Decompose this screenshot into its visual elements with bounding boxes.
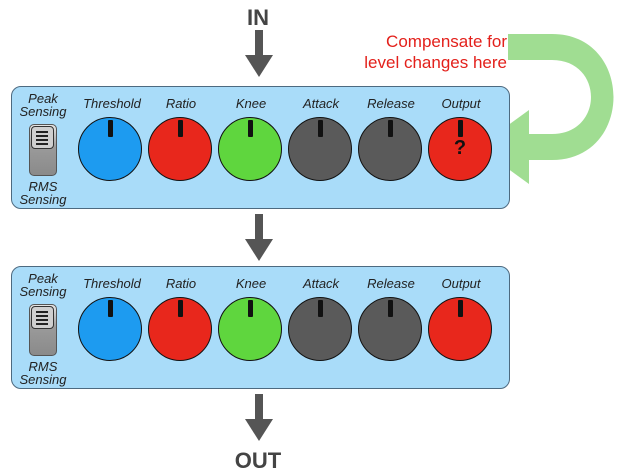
- rms-sensing-label: RMS Sensing: [13, 180, 73, 206]
- sensing-label-word: Sensing: [19, 104, 67, 119]
- threshold-knob[interactable]: [78, 117, 142, 181]
- attack-knob[interactable]: [288, 297, 352, 361]
- knee-label: Knee: [235, 276, 267, 291]
- output-label: Output: [441, 96, 481, 111]
- knob-pointer: [458, 300, 463, 317]
- sensing-label-word: Sensing: [19, 372, 67, 387]
- knee-knob[interactable]: [218, 297, 282, 361]
- feedback-arrow-shape: [478, 34, 614, 184]
- peak-rms-switch[interactable]: [29, 304, 57, 356]
- output-knob[interactable]: [428, 297, 492, 361]
- output-arrow: [245, 394, 273, 441]
- release-label: Release: [367, 276, 415, 291]
- output-knob[interactable]: ?: [428, 117, 492, 181]
- output-label: Output: [441, 276, 481, 291]
- knob-pointer: [108, 120, 113, 137]
- input-arrow: [245, 30, 273, 77]
- ratio-label: Ratio: [165, 96, 197, 111]
- attack-label: Attack: [302, 96, 340, 111]
- rms-label-word: RMS: [28, 179, 58, 194]
- knob-pointer: [108, 300, 113, 317]
- annotation-text: Compensate for level changes here: [322, 31, 507, 73]
- knee-label: Knee: [235, 96, 267, 111]
- knob-pointer: [178, 300, 183, 317]
- peak-sensing-label: Peak Sensing: [13, 92, 73, 118]
- knob-pointer: [388, 120, 393, 137]
- compressor-panel-1: Peak Sensing RMS Sensing Threshold Ratio…: [11, 86, 510, 209]
- rms-sensing-label: RMS Sensing: [13, 360, 73, 386]
- knob-pointer: [248, 300, 253, 317]
- sensing-label-word: Sensing: [19, 192, 67, 207]
- release-knob[interactable]: [358, 117, 422, 181]
- peak-label-word: Peak: [28, 271, 58, 286]
- sensing-label-word: Sensing: [19, 284, 67, 299]
- annotation-line-2: level changes here: [364, 53, 507, 72]
- knob-pointer: [318, 120, 323, 137]
- rms-label-word: RMS: [28, 359, 58, 374]
- output-flow-label: OUT: [234, 448, 282, 473]
- switch-thumb[interactable]: [31, 126, 54, 149]
- threshold-knob[interactable]: [78, 297, 142, 361]
- attack-knob[interactable]: [288, 117, 352, 181]
- middle-arrow: [245, 214, 273, 261]
- release-knob[interactable]: [358, 297, 422, 361]
- peak-label-word: Peak: [28, 91, 58, 106]
- ratio-label: Ratio: [165, 276, 197, 291]
- attack-label: Attack: [302, 276, 340, 291]
- peak-sensing-label: Peak Sensing: [13, 272, 73, 298]
- question-mark: ?: [453, 137, 467, 159]
- ratio-knob[interactable]: [148, 117, 212, 181]
- knob-pointer: [388, 300, 393, 317]
- peak-rms-switch[interactable]: [29, 124, 57, 176]
- compressor-panel-2: Peak Sensing RMS Sensing Threshold Ratio…: [11, 266, 510, 389]
- release-label: Release: [367, 96, 415, 111]
- annotation-line-1: Compensate for: [386, 32, 507, 51]
- knob-pointer: [318, 300, 323, 317]
- knee-knob[interactable]: [218, 117, 282, 181]
- input-label: IN: [247, 5, 269, 30]
- threshold-label: Threshold: [83, 96, 141, 111]
- knob-pointer: [458, 120, 463, 137]
- knob-pointer: [178, 120, 183, 137]
- ratio-knob[interactable]: [148, 297, 212, 361]
- switch-thumb[interactable]: [31, 306, 54, 329]
- knob-pointer: [248, 120, 253, 137]
- threshold-label: Threshold: [83, 276, 141, 291]
